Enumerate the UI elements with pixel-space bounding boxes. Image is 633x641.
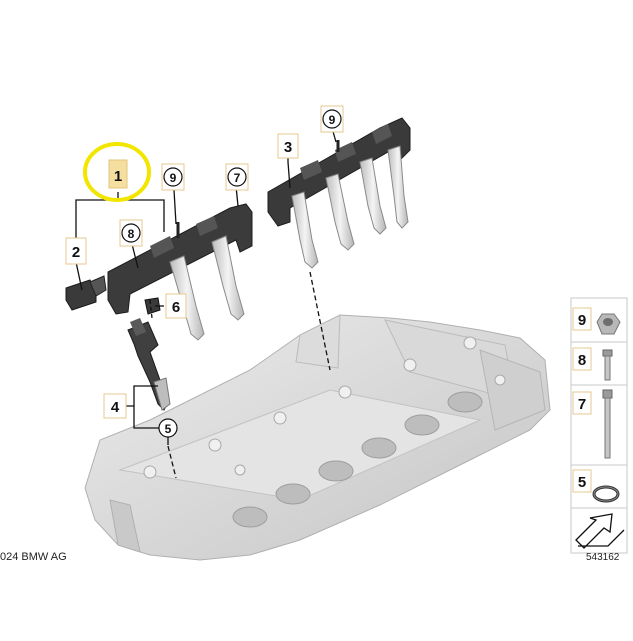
legend-row-5[interactable]: 5 — [572, 469, 620, 503]
parts-legend: 9 8 7 5 — [570, 297, 628, 554]
mounting-nut-part-6 — [144, 297, 161, 315]
callout-3[interactable]: 3 — [277, 133, 299, 159]
callout-4[interactable]: 4 — [103, 393, 127, 419]
callout-5-label: 5 — [165, 422, 172, 436]
callout-9-left-label: 9 — [170, 171, 177, 185]
legend-row-7[interactable]: 7 — [572, 389, 613, 459]
leader-lines — [75, 127, 337, 479]
injector-exploded — [127, 318, 171, 411]
callout-2-label: 2 — [72, 244, 80, 261]
intake-ports — [232, 391, 483, 528]
callout-9-left[interactable]: 9 — [161, 163, 185, 191]
bolt-icon — [602, 349, 613, 381]
callout-8-label: 8 — [128, 227, 135, 241]
callout-5[interactable]: 5 — [158, 418, 178, 438]
cylinder-head — [84, 314, 551, 561]
callout-9-right-label: 9 — [329, 113, 336, 127]
callout-6-label: 6 — [172, 299, 180, 316]
diagram-id: 543162 — [586, 552, 620, 563]
callout-2[interactable]: 2 — [65, 237, 87, 265]
legend-number-7: 7 — [578, 396, 586, 413]
legend-row-9[interactable]: 9 — [572, 307, 621, 335]
seal-ring-icon — [592, 485, 620, 503]
nut-icon — [596, 313, 621, 335]
callout-7-label: 7 — [234, 171, 241, 185]
copyright-text: 024 BMW AG — [0, 551, 67, 563]
legend-number-9: 9 — [578, 312, 586, 329]
callout-8[interactable]: 8 — [119, 219, 143, 247]
callout-9-right[interactable]: 9 — [320, 105, 344, 133]
legend-number-5: 5 — [578, 474, 586, 491]
legend-number-8: 8 — [578, 352, 586, 369]
callout-1-label: 1 — [114, 168, 122, 185]
legend-row-8[interactable]: 8 — [572, 347, 613, 381]
callout-4-label: 4 — [111, 399, 120, 416]
callout-7[interactable]: 7 — [225, 163, 249, 191]
stud-bolt-icon — [602, 389, 613, 459]
injectors-right — [291, 145, 409, 269]
callout-6[interactable]: 6 — [165, 293, 187, 319]
callout-3-label: 3 — [284, 139, 292, 156]
sensor — [65, 275, 107, 311]
callout-1[interactable]: 1 — [108, 159, 128, 189]
highlight-ring — [83, 142, 151, 202]
direction-arrow-icon — [575, 513, 625, 549]
